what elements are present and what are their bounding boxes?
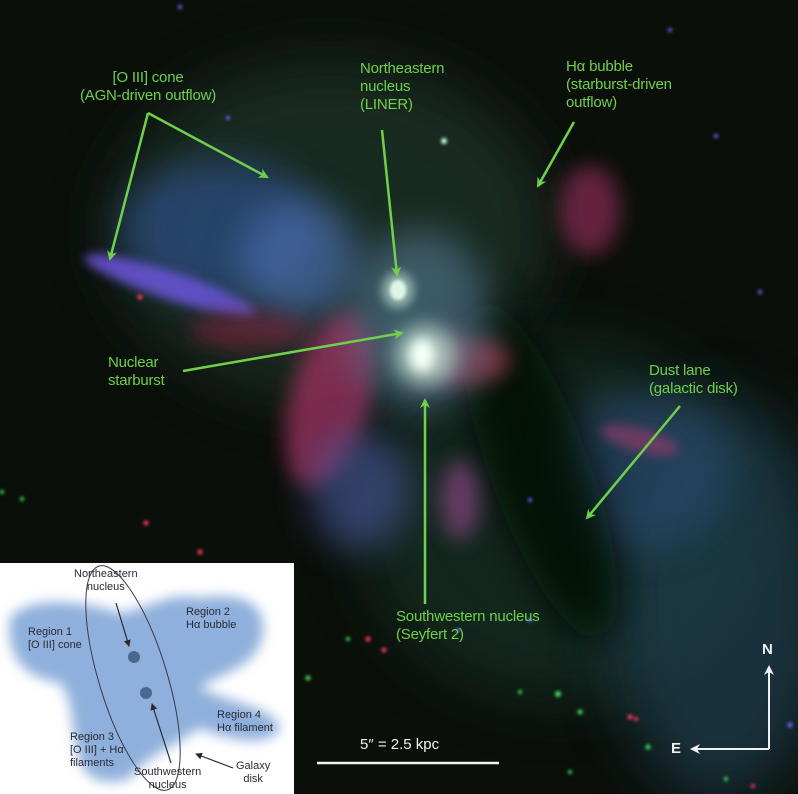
inset-region4-line1: Region 4 xyxy=(217,709,262,721)
inset-label-ne-nucleus: Northeastern nucleus xyxy=(74,568,138,594)
label-ha-bubble-line2: (starburst-driven xyxy=(566,76,672,93)
label-ne-nucleus: Northeastern nucleus (LINER) xyxy=(360,60,445,114)
label-ne-nucleus-line3: (LINER) xyxy=(360,96,413,113)
compass-north-label: N xyxy=(762,641,773,658)
label-nuclear-starburst-line1: Nuclear xyxy=(108,354,159,371)
label-dust-lane: Dust lane (galactic disk) xyxy=(649,362,738,398)
label-dust-lane-line1: Dust lane xyxy=(649,362,711,379)
inset-label-galaxy-disk: Galaxy disk xyxy=(236,760,270,786)
label-ne-nucleus-line1: Northeastern xyxy=(360,60,445,77)
inset-sw-line2: nucleus xyxy=(148,779,187,791)
inset-ne-line2: nucleus xyxy=(86,581,125,593)
inset-ne-line1: Northeastern xyxy=(74,568,138,580)
label-nuclear-starburst-line2: starburst xyxy=(108,372,165,389)
inset-label-region4: Region 4 Hα filament xyxy=(217,709,273,735)
inset-disk-line1: Galaxy xyxy=(236,760,271,772)
inset-region2-line1: Region 2 xyxy=(186,606,231,618)
label-dust-lane-line2: (galactic disk) xyxy=(649,380,738,397)
label-ha-bubble-line3: outflow) xyxy=(566,94,617,111)
inset-region1-line1: Region 1 xyxy=(28,626,73,638)
inset-disk-line2: disk xyxy=(243,773,263,785)
inset-sw-nucleus-dot xyxy=(140,687,152,699)
inset-label-region1: Region 1 [O III] cone xyxy=(28,626,82,652)
inset-label-sw-nucleus: Southwestern nucleus xyxy=(134,766,201,792)
inset-region1-line2: [O III] cone xyxy=(28,639,82,651)
label-nuclear-starburst: Nuclear starburst xyxy=(108,354,165,390)
inset-region2-line2: Hα bubble xyxy=(186,619,237,631)
label-oiii-cone-line2: (AGN-driven outflow) xyxy=(79,87,217,104)
label-oiii-cone-line1: [O III] cone xyxy=(112,69,184,86)
inset-ne-nucleus-dot xyxy=(128,651,140,663)
label-sw-nucleus-line2: (Seyfert 2) xyxy=(396,626,464,643)
label-sw-nucleus-line1: Southwestern nucleus xyxy=(396,608,540,625)
inset-region3-line1: Region 3 xyxy=(70,731,115,743)
label-ne-nucleus-line2: nucleus xyxy=(360,78,411,95)
inset-region3-line2: [O III] + Hα xyxy=(70,744,124,756)
inset-label-region3: Region 3 [O III] + Hα filaments xyxy=(70,731,124,770)
inset-region3-line3: filaments xyxy=(70,757,115,769)
label-oiii-cone: [O III] cone (AGN-driven outflow) xyxy=(56,69,240,105)
inset-regions xyxy=(9,565,281,791)
inset-sw-line1: Southwestern xyxy=(134,766,202,778)
compass-east-label: E xyxy=(671,740,682,757)
inset-region4-line2: Hα filament xyxy=(217,722,273,734)
inset-label-region2: Region 2 Hα bubble xyxy=(186,606,236,632)
label-sw-nucleus: Southwestern nucleus (Seyfert 2) xyxy=(396,608,540,644)
label-ha-bubble-line1: Hα bubble xyxy=(566,58,633,75)
label-ha-bubble: Hα bubble (starburst-driven outflow) xyxy=(566,58,672,112)
schematic-inset: Northeastern nucleus Region 1 [O III] co… xyxy=(0,563,294,794)
scale-bar-label: 5″ = 2.5 kpc xyxy=(360,736,440,753)
inset-galaxy-disk-ellipse xyxy=(85,565,181,791)
